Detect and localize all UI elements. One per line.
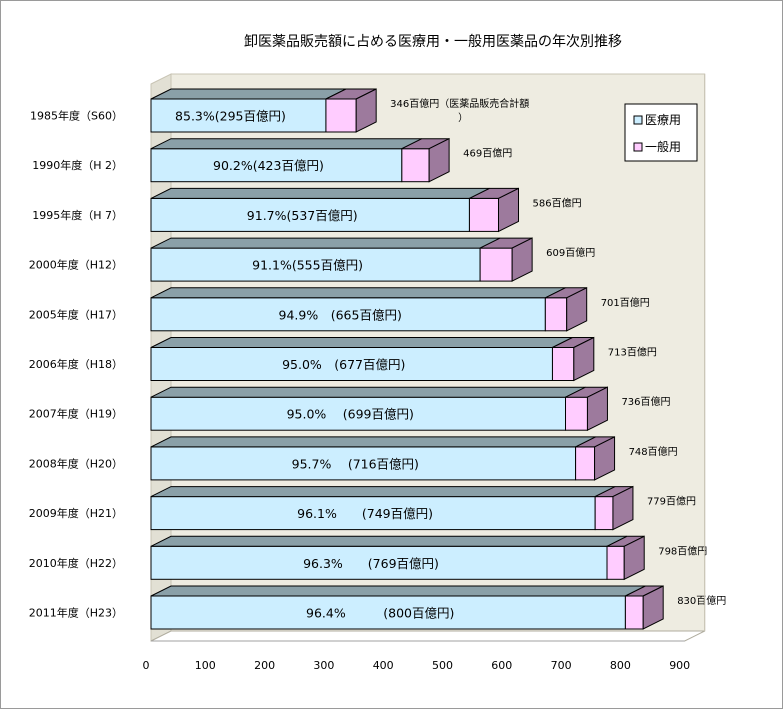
bar-data-label: 95.7% (716百億円) (292, 456, 419, 471)
bar-ippanyou-side (428, 137, 450, 183)
bar-ippanyou-front (551, 347, 575, 381)
category-label: 2007年度（H19） (29, 407, 123, 421)
bar-ippanyou-front (624, 595, 644, 630)
total-label: 736百億円 (621, 395, 670, 408)
bar-iryouyou-front (150, 446, 577, 481)
bar-data-label: 90.2%(423百億円) (213, 158, 324, 173)
floor (150, 630, 705, 642)
bar-ippanyou-front (325, 98, 357, 133)
x-tick-label: 800 (610, 659, 631, 672)
bar-data-label: 85.3%(295百億円) (175, 109, 286, 124)
total-label-line: 346百億円（医薬品販売合計額 (390, 97, 529, 110)
bar-ippanyou-front (575, 446, 596, 481)
category-label: 2008年度（H20） (29, 456, 123, 470)
x-tick-label: 400 (373, 659, 394, 672)
category-label: 1985年度（S60） (30, 109, 123, 123)
x-tick-label: 900 (669, 659, 690, 672)
bar-iryouyou-top (150, 436, 596, 448)
x-tick-label: 700 (551, 659, 572, 672)
x-tick-label: 500 (432, 659, 453, 672)
bar-iryouyou-front (150, 197, 470, 232)
total-label: 346百億円（医薬品販売合計額 ） (390, 97, 529, 124)
bar-ippanyou-side (612, 485, 634, 531)
bar-iryouyou-top (150, 138, 423, 150)
bar-ippanyou-side (642, 585, 664, 630)
category-label: 2011年度（H23） (29, 606, 123, 620)
total-label: 798百億円 (658, 544, 707, 557)
bar-ippanyou-front (565, 396, 588, 431)
x-tick-label: 600 (491, 659, 512, 672)
bar-iryouyou-front (150, 545, 608, 580)
bar-ippanyou-side (497, 187, 519, 233)
bar-ippanyou-front (468, 197, 499, 232)
bar-iryouyou-top (150, 585, 646, 597)
bar-ippanyou-side (586, 386, 608, 432)
bar-iryouyou-top (150, 337, 573, 348)
total-label: 713百億円 (608, 346, 657, 359)
x-tick-label: 0 (143, 659, 150, 672)
bar-iryouyou-front (150, 396, 567, 431)
total-label: 586百億円 (532, 196, 581, 209)
bar-ippanyou-side (355, 88, 377, 133)
bar-iryouyou-top (150, 486, 616, 498)
bar-ippanyou-front (594, 496, 614, 531)
bar-iryouyou-top (150, 386, 586, 398)
total-label: 609百億円 (546, 246, 595, 259)
bar-ippanyou-front (479, 247, 513, 282)
category-label: 1990年度（H 2） (32, 158, 123, 172)
bar-ippanyou-front (544, 297, 568, 332)
total-label: 748百億円 (629, 445, 678, 458)
legend-swatch (633, 142, 643, 152)
x-tick-label: 300 (313, 659, 334, 672)
bar-iryouyou-top (150, 287, 566, 299)
bar-iryouyou-front (150, 595, 626, 630)
bar-data-label: 91.7%(537百億円) (247, 208, 358, 223)
category-label: 1995年度（H 7） (32, 208, 123, 222)
x-tick-label: 200 (254, 659, 275, 672)
bar-iryouyou-top (150, 237, 501, 249)
bar-iryouyou-front (150, 148, 403, 183)
bar-iryouyou-front (150, 347, 553, 381)
bar-data-label: 94.9% (665百億円) (279, 307, 402, 322)
bar-ippanyou-front (606, 545, 625, 580)
bar-data-label: 95.0% (677百億円) (282, 357, 405, 372)
bar-iryouyou-top (150, 88, 347, 100)
bar-ippanyou-side (573, 336, 595, 382)
bar-iryouyou-front (150, 297, 546, 332)
bar-data-label: 91.1%(555百億円) (252, 258, 363, 273)
bar-iryouyou-top (150, 535, 628, 547)
bar-iryouyou-top (150, 187, 490, 199)
legend-swatch (633, 115, 643, 125)
total-label-line: ） (458, 112, 468, 124)
bar-ippanyou-side (511, 237, 533, 282)
legend-label: 医療用 (645, 113, 681, 127)
bar-data-label: 96.3% (769百億円) (303, 556, 439, 571)
category-label: 2006年度（H18） (29, 357, 123, 371)
total-label: 830百億円 (677, 594, 726, 607)
chart-title: 卸医薬品販売額に占める医療用・一般用医薬品の年次別推移 (244, 33, 622, 50)
category-label: 2009年度（H21） (29, 506, 123, 520)
bar-ippanyou-side (623, 535, 645, 581)
bar-data-label: 96.1% (749百億円) (297, 506, 433, 521)
bar-ippanyou-side (566, 286, 588, 332)
category-label: 2000年度（H12） (29, 258, 123, 272)
category-label: 2005年度（H17） (29, 307, 123, 321)
x-tick-label: 100 (195, 659, 216, 672)
bar-ippanyou-side (594, 436, 616, 481)
bar-ippanyou-front (401, 148, 430, 183)
total-label: 701百億円 (601, 296, 650, 309)
bar-data-label: 95.0% (699百億円) (287, 407, 414, 422)
legend-label: 一般用 (645, 139, 681, 154)
total-label: 469百億円 (463, 147, 512, 160)
total-label: 779百億円 (647, 495, 696, 508)
bar-data-label: 96.4% (800百億円) (306, 606, 454, 621)
category-label: 2010年度（H22） (29, 556, 123, 570)
